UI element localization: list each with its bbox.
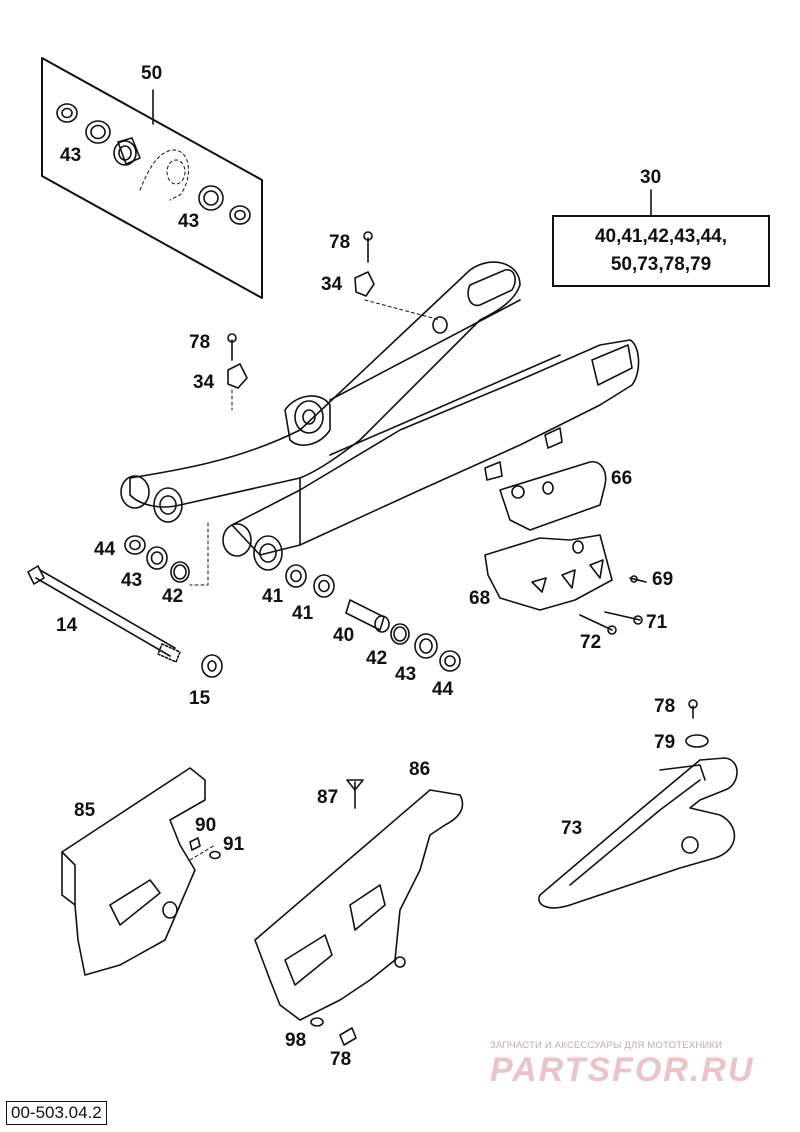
label-41-a: 41	[262, 586, 284, 607]
washer-98	[310, 1017, 324, 1027]
axle-nut	[201, 654, 223, 678]
chain-slider-block	[499, 460, 607, 531]
label-78-slider: 78	[654, 696, 676, 717]
needle-bearing	[113, 137, 141, 166]
label-68: 68	[469, 588, 491, 609]
label-73: 73	[561, 818, 583, 839]
chain-guard-right	[254, 779, 464, 1021]
label-79: 79	[654, 732, 676, 753]
label-43-right: 43	[395, 664, 417, 685]
bearing-ring-2	[85, 120, 111, 144]
bolt-71	[604, 611, 643, 625]
bearing-kit-panel	[41, 57, 263, 299]
label-85: 85	[74, 800, 96, 821]
label-15: 15	[189, 688, 211, 709]
label-34-lower: 34	[193, 372, 215, 393]
label-kit-50: 50	[141, 63, 163, 84]
label-98: 98	[285, 1030, 307, 1051]
label-44-left: 44	[94, 539, 116, 560]
label-78-upper: 78	[329, 232, 351, 253]
bearing-ring-1	[56, 103, 78, 123]
label-44-right: 44	[432, 679, 454, 700]
label-43-kit-a: 43	[60, 145, 82, 166]
cable-guide-upper	[354, 231, 441, 321]
label-71: 71	[646, 612, 668, 633]
label-69: 69	[652, 569, 674, 590]
label-40: 40	[333, 625, 355, 646]
watermark: ЗАПЧАСТИ И АКСЕССУАРЫ ДЛЯ МОТОТЕХНИКИ PA…	[490, 1040, 790, 1089]
label-43-kit-b: 43	[178, 211, 200, 232]
chain-guide	[484, 534, 613, 611]
swingarm	[120, 261, 640, 571]
kit-contents-line-2: 50,73,78,79	[610, 254, 712, 275]
label-34-upper: 34	[321, 274, 343, 295]
watermark-caption: ЗАПЧАСТИ И АКСЕССУАРЫ ДЛЯ МОТОТЕХНИКИ	[490, 1040, 723, 1051]
watermark-logo: PARTSFOR.RU	[490, 1051, 755, 1089]
label-42-left: 42	[162, 586, 184, 607]
left-bearing-stack	[124, 535, 190, 583]
chain-slider	[538, 757, 738, 909]
label-86: 86	[409, 759, 431, 780]
screw-78d	[339, 1027, 357, 1046]
label-78-lower: 78	[189, 332, 211, 353]
label-90: 90	[195, 815, 217, 836]
washer-79	[685, 734, 709, 748]
label-87: 87	[317, 787, 339, 808]
bearing-ring-4	[229, 205, 251, 225]
diagram-reference-code: 00-503.04.2	[6, 1101, 107, 1125]
bolt-69	[629, 575, 647, 583]
kit-contents-line-1: 40,41,42,43,44,	[594, 226, 728, 247]
label-42-right: 42	[366, 648, 388, 669]
label-78-guard: 78	[330, 1049, 352, 1070]
label-72: 72	[580, 632, 602, 653]
screw-78c	[688, 699, 698, 719]
label-41-b: 41	[292, 603, 314, 624]
kit-contents-box: 40,41,42,43,44, 50,73,78,79	[552, 215, 770, 287]
bolt-72	[579, 614, 617, 635]
label-43-left: 43	[121, 570, 143, 591]
swingarm-axle	[27, 565, 181, 663]
right-bearing-stack	[285, 564, 461, 672]
label-66: 66	[611, 468, 633, 489]
swingarm-lug-phantom	[139, 149, 189, 201]
label-91: 91	[223, 834, 245, 855]
bearing-ring-3	[198, 185, 224, 211]
label-kit-30: 30	[640, 167, 662, 188]
chain-guard-left	[61, 767, 221, 976]
label-14: 14	[56, 615, 78, 636]
cable-guide-lower	[227, 333, 248, 411]
